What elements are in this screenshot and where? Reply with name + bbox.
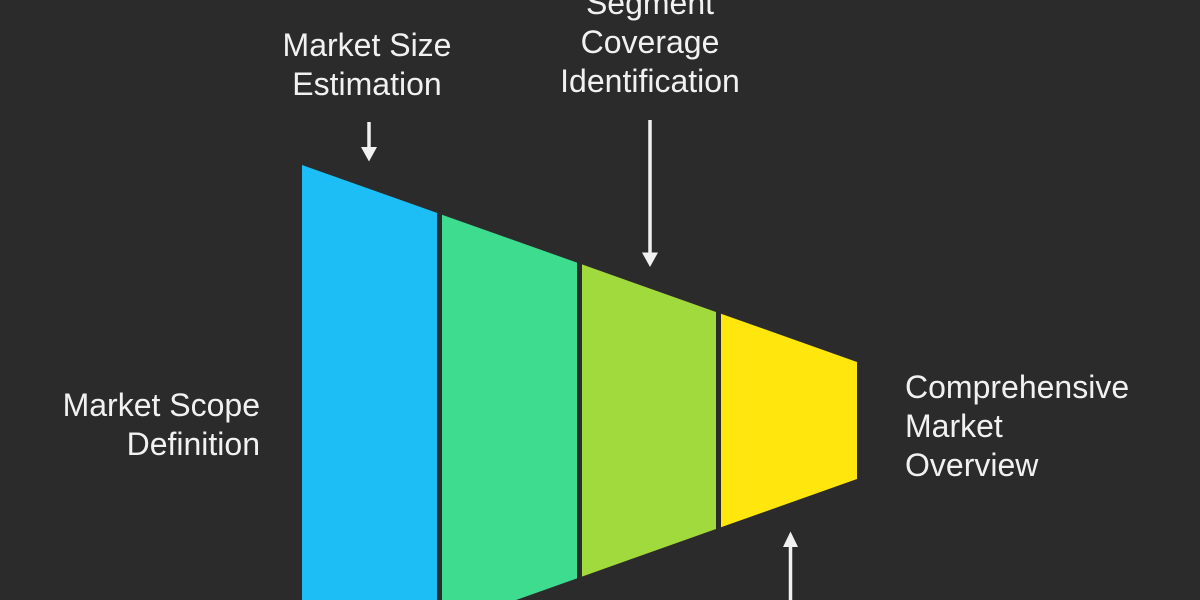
up-arrow-bottom-head [783, 531, 798, 547]
segment-coverage-identification-label: Segment Coverage Identification [560, 0, 740, 99]
down-arrow-market-size [361, 122, 377, 162]
down-arrow-segment-coverage [642, 120, 658, 267]
up-arrow-bottom [783, 531, 798, 600]
market-size-estimation-label: Market Size Estimation [282, 27, 452, 102]
comprehensive-market-overview-label: Comprehensive Market Overview [905, 369, 1130, 483]
funnel-segment-1 [302, 165, 437, 600]
down-arrow-market-size-head [361, 147, 377, 162]
funnel-segment-2 [442, 214, 577, 600]
down-arrow-segment-coverage-head [642, 252, 658, 267]
funnel-segment-3 [582, 264, 716, 577]
funnel-segment-4 [721, 313, 857, 528]
market-scope-definition-label: Market Scope Definition [62, 387, 260, 462]
funnel-segments [302, 165, 857, 600]
